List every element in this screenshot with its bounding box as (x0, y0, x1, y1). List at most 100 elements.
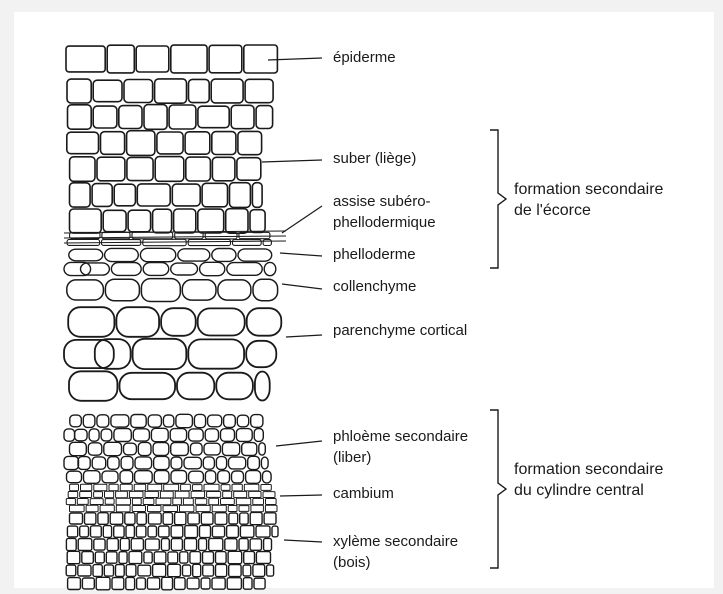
cambium-cell (132, 498, 141, 505)
xyleme-cell (126, 565, 136, 577)
xyleme-cell (94, 539, 105, 550)
xyleme-cell (199, 539, 207, 551)
suber-cell (70, 209, 102, 233)
suber-cell (252, 183, 262, 208)
suber-cell (68, 105, 92, 129)
xyleme-cell (93, 565, 102, 577)
xyleme-cell (256, 526, 270, 537)
xyleme-cell (114, 526, 124, 538)
assise-layer-line (64, 241, 286, 243)
suber-cell (211, 79, 243, 103)
cambium-cell (116, 491, 128, 498)
phloeme-cell (114, 429, 131, 442)
parenchyme-cell (120, 373, 176, 399)
xyleme-cell (229, 513, 238, 524)
xyleme-cell (256, 552, 270, 564)
phloeme-cell (236, 429, 252, 442)
phloeme-cell (204, 443, 220, 455)
xyleme-cell (148, 513, 161, 524)
xyleme-cell (95, 552, 104, 563)
cambium-cell (223, 491, 232, 498)
xyleme-cell (175, 512, 186, 524)
cambium-cell (221, 485, 230, 491)
suber-cell (70, 157, 95, 182)
phloeme-cell (205, 429, 218, 442)
xyleme-cell (250, 512, 262, 524)
xyleme-cell (216, 564, 227, 576)
suber-cell (128, 210, 151, 232)
xyleme-cell (66, 565, 76, 576)
phelloderme-cell (200, 262, 225, 275)
label-assise-line2: phellodermique (333, 213, 436, 232)
cambium-cell (134, 484, 146, 491)
cambium-cell (232, 484, 242, 491)
tissue-cells (64, 45, 286, 590)
xyleme-cell (91, 526, 102, 537)
parenchyme-cell (246, 341, 276, 367)
xyleme-cell (161, 539, 169, 551)
label-assise-line1: assise subéro- (333, 192, 431, 211)
phloeme-cell (229, 457, 246, 469)
phloeme-cell (190, 443, 202, 455)
phloeme-cell (194, 414, 205, 427)
group-ecorce-line2: de l'écorce (514, 201, 591, 221)
bracket-cylindre (490, 410, 506, 568)
cambium-cell (109, 484, 118, 491)
cambium-cell (228, 506, 237, 512)
xyleme-cell (209, 538, 223, 550)
phloeme-cell (108, 457, 120, 470)
collenchyme-cell (105, 279, 139, 301)
suber-cell (212, 132, 236, 155)
suber-cell (67, 79, 91, 103)
xyleme-cell (96, 577, 110, 590)
cambium-cell (261, 485, 271, 491)
cambium-cell (251, 505, 264, 512)
phloeme-cell (84, 471, 101, 484)
leader-parenchyme (286, 335, 322, 337)
xyleme-cell (148, 526, 157, 537)
xyleme-cell (78, 565, 91, 576)
phelloderme-cell (171, 263, 198, 275)
cambium-cell (77, 499, 88, 505)
phloeme-cell (254, 429, 263, 442)
leader-xyleme (284, 540, 322, 542)
label-phelloderme: phelloderme (333, 245, 416, 264)
phloeme-cell (135, 457, 152, 469)
phloeme-cell (170, 429, 186, 442)
phelloderme-cell (105, 248, 139, 261)
cambium-cell (164, 484, 179, 491)
xyleme-cell (188, 513, 199, 524)
suber-cell (186, 157, 211, 181)
suber-cell (124, 80, 153, 103)
phelloderme-cell (227, 263, 262, 276)
phloeme-cell (67, 471, 82, 483)
cambium-cell (173, 498, 182, 505)
label-collenchyme: collenchyme (333, 277, 416, 296)
cambium-cell (94, 492, 103, 498)
suber-cell (144, 105, 167, 130)
cambium-cell (263, 492, 275, 498)
xyleme-cell (185, 526, 198, 538)
phloeme-cell (138, 442, 151, 455)
xyleme-cell (264, 513, 276, 524)
xyleme-cell (253, 565, 265, 577)
cambium-cell (160, 491, 173, 498)
cambium-cell (80, 492, 92, 498)
epiderme-cell (107, 45, 134, 73)
label-epiderme: épiderme (333, 48, 396, 67)
phloeme-cell (78, 457, 90, 470)
cambium-cell (81, 484, 92, 491)
xyleme-cell (145, 539, 159, 550)
phloeme-cell (221, 429, 235, 442)
suber-cell (237, 158, 261, 181)
group-cylindre-line1: formation secondaire (514, 460, 663, 480)
suber-cell (202, 183, 227, 207)
xyleme-cell (104, 565, 113, 576)
xyleme-cell (267, 565, 274, 576)
xyleme-cell (264, 538, 272, 550)
xyleme-cell (212, 526, 224, 537)
xyleme-cell (78, 539, 92, 551)
xyleme-cell (203, 565, 214, 576)
